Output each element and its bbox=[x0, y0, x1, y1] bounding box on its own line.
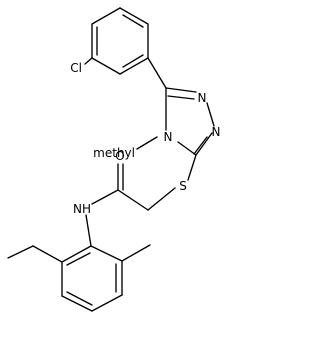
structure-canvas: Cl N N N methyl S O NH bbox=[7, 7, 221, 312]
n-methyl-label: methyl bbox=[93, 146, 135, 160]
bond-aryl-triazole bbox=[147, 57, 167, 89]
bond-inner bbox=[167, 95, 195, 100]
bond bbox=[195, 132, 213, 156]
bond-aryl-ethyl bbox=[32, 245, 63, 263]
triazole-n4-label: N bbox=[164, 130, 173, 144]
bond-n-aryl bbox=[85, 214, 92, 247]
bond-n-methyl bbox=[136, 136, 158, 150]
bond-aryl-methyl bbox=[121, 244, 151, 262]
sulfur-label: S bbox=[179, 179, 187, 193]
bond-ethyl-ch3 bbox=[7, 245, 34, 259]
bond bbox=[177, 141, 197, 156]
bond bbox=[91, 57, 121, 75]
bond bbox=[119, 7, 149, 25]
chlorine-label: Cl bbox=[70, 61, 82, 75]
carbonyl-oxygen-label: O bbox=[115, 149, 124, 163]
bond-c-s bbox=[187, 154, 197, 181]
bond bbox=[91, 7, 121, 25]
bond-inner bbox=[66, 252, 91, 266]
amide-nh-label: NH bbox=[73, 202, 91, 216]
bond bbox=[90, 245, 123, 262]
bond-ch2-carbonyl bbox=[117, 189, 149, 211]
triazole-n1-label: N bbox=[198, 91, 207, 105]
bond-c-n bbox=[91, 189, 119, 205]
chlorophenyl-ring bbox=[91, 7, 149, 75]
molecule-drawing: Cl N N N methyl S O NH bbox=[7, 7, 221, 312]
bond-inner bbox=[122, 14, 144, 28]
bond-inner bbox=[122, 54, 144, 68]
dialkylphenyl-ring bbox=[61, 245, 123, 312]
bond-c-cl bbox=[84, 57, 93, 65]
bond bbox=[119, 57, 149, 75]
bond bbox=[61, 245, 92, 263]
bond bbox=[91, 294, 123, 312]
bond bbox=[165, 87, 197, 93]
bond bbox=[206, 102, 215, 127]
triazole-n2-label: N bbox=[212, 125, 221, 139]
bond-s-ch2 bbox=[147, 187, 176, 211]
triazole-ring bbox=[165, 87, 215, 156]
bond bbox=[61, 295, 93, 312]
bond-inner bbox=[66, 291, 93, 306]
bond-inner bbox=[193, 136, 208, 155]
